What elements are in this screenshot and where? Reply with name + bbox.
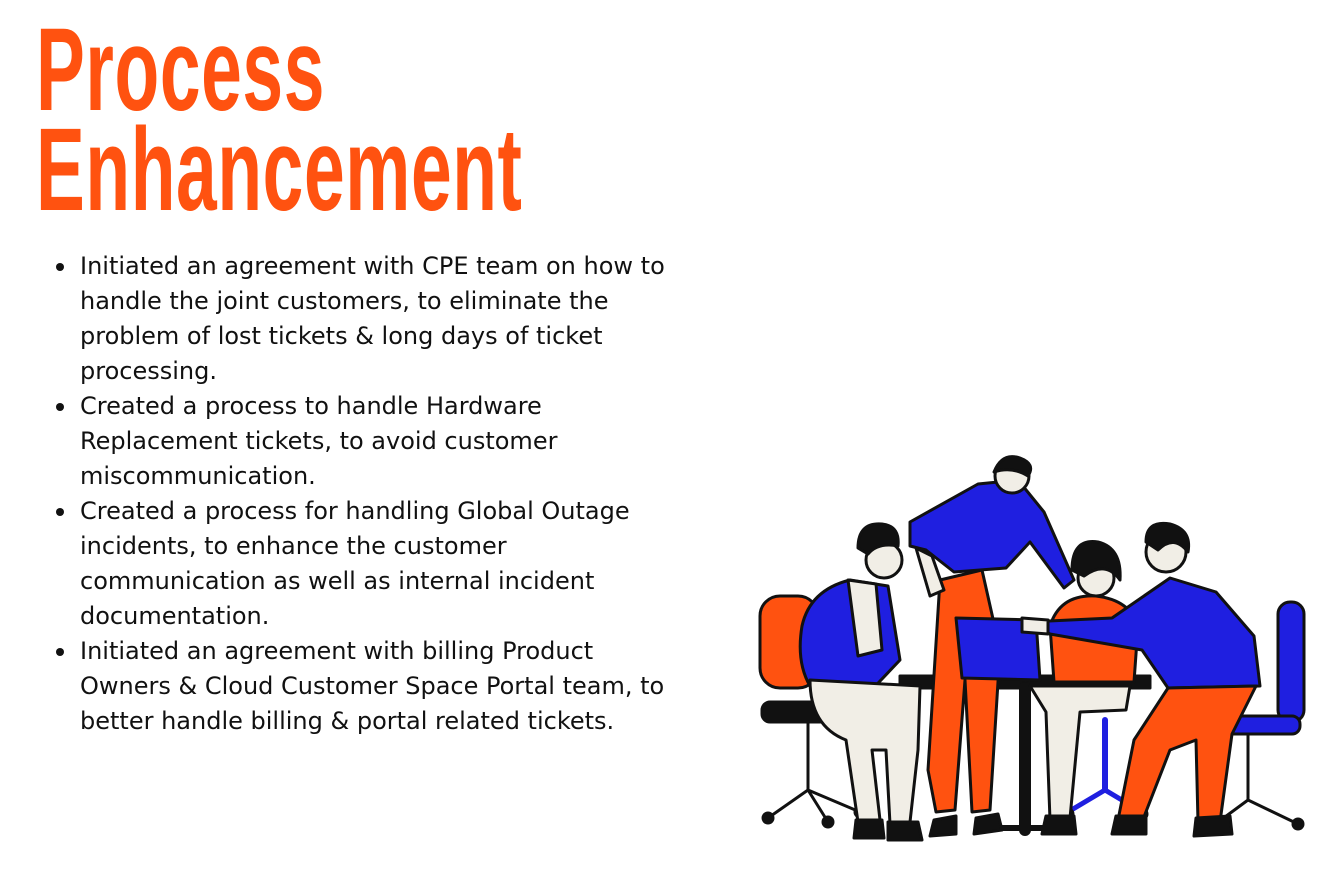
- bullet-dot-icon: [56, 648, 64, 656]
- bullet-list: Initiated an agreement with CPE team on …: [56, 249, 690, 739]
- bullet-dot-icon: [56, 263, 64, 271]
- bullet-text: Initiated an agreement with billing Prod…: [80, 637, 665, 735]
- bullet-item: Initiated an agreement with CPE team on …: [56, 249, 690, 389]
- title-line-1: Process: [36, 4, 326, 136]
- bullet-text: Created a process for handling Global Ou…: [80, 497, 630, 630]
- bullet-item: Created a process for handling Global Ou…: [56, 494, 690, 634]
- bullet-dot-icon: [56, 403, 64, 411]
- bullet-item: Initiated an agreement with billing Prod…: [56, 634, 690, 739]
- page-title: Process Enhancement: [36, 4, 523, 236]
- title-line-2: Enhancement: [36, 104, 523, 236]
- bullet-dot-icon: [56, 508, 64, 516]
- bullet-item: Created a process to handle Hardware Rep…: [56, 389, 690, 494]
- team-meeting-illustration-icon: [758, 455, 1306, 842]
- bullet-text: Initiated an agreement with CPE team on …: [80, 252, 665, 385]
- bullet-text: Created a process to handle Hardware Rep…: [80, 392, 558, 490]
